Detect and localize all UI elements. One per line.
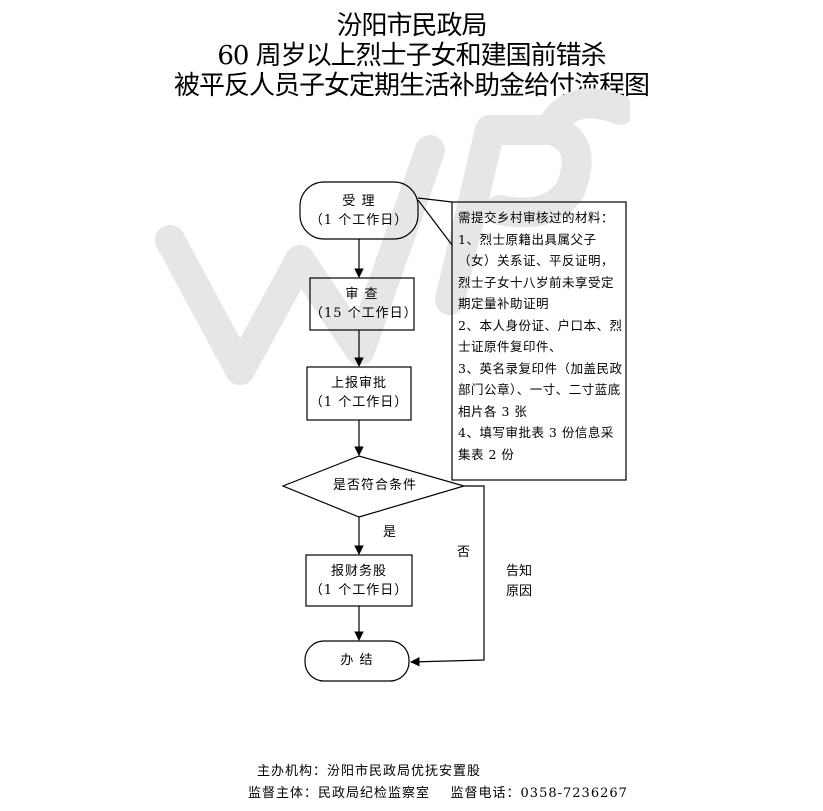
page-title-line-1: 汾阳市民政局 bbox=[336, 11, 487, 41]
review-text: 审 查 （15 个工作日） bbox=[310, 285, 418, 323]
edge-label-no: 否 bbox=[457, 545, 471, 560]
edge-label-notify-1: 告知 bbox=[506, 564, 533, 579]
finish-node bbox=[304, 640, 410, 682]
footer-supervision: 监督主体：民政局纪检监察室 监督电话：0358-7236267 bbox=[248, 786, 628, 801]
review-node bbox=[309, 277, 415, 331]
finish-label: 办 结 bbox=[340, 653, 374, 668]
edge-label-yes: 是 bbox=[383, 525, 397, 540]
report-text: 上报审批 （1 个工作日） bbox=[307, 374, 411, 412]
finance-days: （1 个工作日） bbox=[309, 583, 409, 598]
page-title-line-2: 60 周岁以上烈士子女和建国前错杀 bbox=[217, 41, 606, 71]
arrow-decision-no-finish bbox=[410, 485, 485, 667]
report-days: （1 个工作日） bbox=[309, 395, 409, 410]
review-label: 审 查 bbox=[345, 287, 379, 302]
report-label: 上报审批 bbox=[330, 376, 387, 391]
edge-label-notify-2: 原因 bbox=[506, 584, 533, 599]
decision-label: 是否符合条件 bbox=[332, 478, 417, 493]
note-pointer bbox=[417, 197, 453, 203]
note-box bbox=[451, 201, 627, 481]
finance-label: 报财务股 bbox=[330, 564, 387, 579]
accept-days: （1 个工作日） bbox=[309, 213, 409, 228]
finish-text: 办 结 bbox=[305, 651, 409, 670]
accept-label: 受 理 bbox=[342, 194, 376, 209]
review-days: （15 个工作日） bbox=[310, 306, 418, 321]
note-pointer-lower bbox=[417, 199, 453, 246]
decision-text: 是否符合条件 bbox=[290, 476, 460, 495]
materials-note: 需提交乡村审核过的材料： 1、烈士原籍出具属父子（女）关系证、平反证明，烈士子女… bbox=[458, 210, 623, 462]
accept-text: 受 理 （1 个工作日） bbox=[300, 192, 418, 230]
finance-text: 报财务股 （1 个工作日） bbox=[306, 562, 412, 600]
footer-organizer: 主办机构：汾阳市民政局优抚安置股 bbox=[257, 764, 482, 779]
